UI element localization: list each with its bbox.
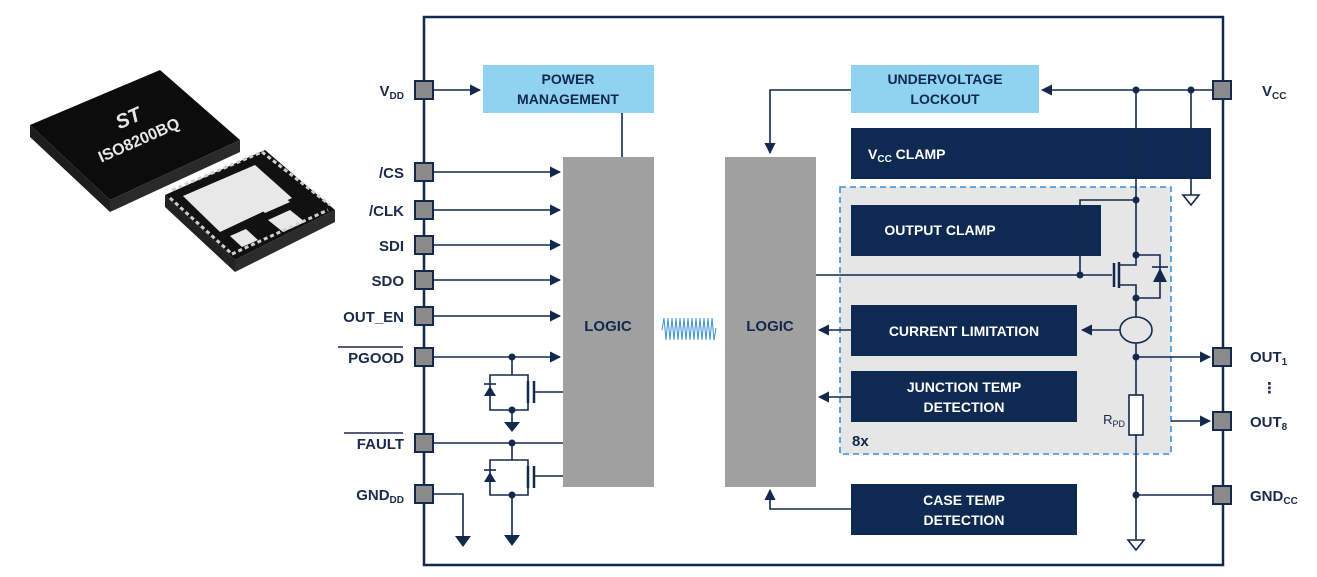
svg-text:OUTPUT CLAMP: OUTPUT CLAMP <box>884 222 995 238</box>
svg-text:UNDERVOLTAGE: UNDERVOLTAGE <box>887 71 1002 87</box>
pin-pad-vdd <box>414 80 434 100</box>
logic-right-block: LOGIC <box>725 157 816 487</box>
channel-count: 8x <box>852 433 869 450</box>
case-temp-block: CASE TEMP DETECTION <box>851 484 1077 535</box>
pin-label-sdi: SDI <box>379 238 404 255</box>
isolation-barrier <box>661 317 717 341</box>
svg-text:VCC CLAMP: VCC CLAMP <box>868 146 945 165</box>
pin-label-vdd: VDD <box>380 83 404 102</box>
rpd-label: RPD <box>1103 412 1125 429</box>
pin-pad-cs <box>414 162 434 182</box>
pgood-open-drain-circuit <box>484 353 563 432</box>
vcc-clamp-block: VCC CLAMP <box>851 128 1211 179</box>
pin-pad-gnd-cc <box>1212 485 1232 505</box>
left-pins: VDD /CS /CLK SDI SDO OUT_EN PGOOD FAULT … <box>338 80 434 506</box>
pin-pad-vcc <box>1212 80 1232 100</box>
fault-open-drain-circuit <box>484 439 563 546</box>
pin-label-out8: OUT8 <box>1250 414 1288 433</box>
pin-label-out1: OUT1 <box>1250 349 1288 368</box>
svg-text:CASE TEMP: CASE TEMP <box>923 492 1005 508</box>
pin-label-dots: ⋮ <box>1262 380 1277 397</box>
svg-text:DETECTION: DETECTION <box>924 512 1005 528</box>
svg-text:JUNCTION TEMP: JUNCTION TEMP <box>907 379 1021 395</box>
logic-left-block: LOGIC <box>563 157 654 487</box>
junction-temp-block: JUNCTION TEMP DETECTION <box>851 371 1077 422</box>
pin-pad-clk <box>414 200 434 220</box>
svg-text:POWER: POWER <box>542 71 595 87</box>
left-wires <box>433 84 623 547</box>
chip-illustration: ST ISO8200BQ <box>30 70 335 272</box>
pin-pad-pgood <box>414 347 434 367</box>
pin-label-gnd-cc: GNDCC <box>1250 488 1298 507</box>
svg-text:LOGIC: LOGIC <box>584 318 632 335</box>
output-clamp-block: OUTPUT CLAMP <box>851 205 1101 256</box>
chip-top-view: ST ISO8200BQ <box>30 70 240 212</box>
chip-bottom-view <box>165 150 335 272</box>
pin-pad-out1 <box>1212 347 1232 367</box>
pin-pad-sdi <box>414 235 434 255</box>
pin-label-fault: FAULT <box>357 436 404 453</box>
pin-label-vcc: VCC <box>1262 83 1286 102</box>
svg-text:LOCKOUT: LOCKOUT <box>910 91 980 107</box>
pin-label-out-en: OUT_EN <box>343 309 404 326</box>
svg-text:DETECTION: DETECTION <box>924 399 1005 415</box>
current-limitation-block: CURRENT LIMITATION <box>851 305 1077 356</box>
svg-text:MANAGEMENT: MANAGEMENT <box>517 91 619 107</box>
undervoltage-lockout-block: UNDERVOLTAGE LOCKOUT <box>851 65 1039 113</box>
pin-pad-gnd-dd <box>414 484 434 504</box>
pin-label-clk: /CLK <box>369 203 404 220</box>
right-wires: RPD <box>764 84 1213 552</box>
pin-pad-sdo <box>414 270 434 290</box>
pin-label-gnd-dd: GNDDD <box>356 487 404 506</box>
pin-label-pgood: PGOOD <box>348 350 404 367</box>
pin-label-sdo: SDO <box>371 273 404 290</box>
pin-pad-out8 <box>1212 411 1232 431</box>
right-pins: VCC OUT1 ⋮ OUT8 GNDCC <box>1212 80 1298 507</box>
power-management-block: POWER MANAGEMENT <box>483 65 654 113</box>
pin-pad-out-en <box>414 306 434 326</box>
package-outline <box>422 15 1225 567</box>
svg-text:CURRENT LIMITATION: CURRENT LIMITATION <box>889 323 1039 339</box>
pin-pad-fault <box>414 433 434 453</box>
svg-text:LOGIC: LOGIC <box>746 318 794 335</box>
pin-label-cs: /CS <box>379 165 404 182</box>
